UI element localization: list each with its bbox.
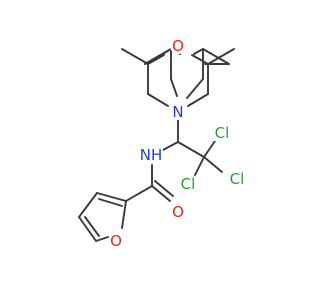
oxygen-atom-morpholine: O xyxy=(170,37,186,55)
atom-label: O xyxy=(172,203,184,221)
bond xyxy=(96,192,127,202)
bond xyxy=(177,141,205,158)
bond xyxy=(98,198,123,207)
bond xyxy=(147,54,165,65)
bond xyxy=(203,156,223,173)
chlorine-atom-1: Cl xyxy=(212,124,232,142)
atom-label: NH xyxy=(140,146,163,164)
bond xyxy=(186,78,204,99)
atom-label: O xyxy=(172,37,184,55)
bond xyxy=(125,185,153,202)
bond xyxy=(95,236,109,242)
atom-label: N xyxy=(172,103,183,121)
bond-layer xyxy=(78,48,235,242)
atom-label: Cl xyxy=(215,124,230,142)
bond xyxy=(121,200,127,229)
bond xyxy=(194,156,205,176)
bond xyxy=(84,216,100,237)
oxygen-atom-furan: O xyxy=(108,232,124,250)
bond xyxy=(207,48,235,65)
chlorine-atom-2: Cl xyxy=(227,170,247,188)
bond xyxy=(144,48,172,65)
bond xyxy=(78,192,98,218)
bond xyxy=(170,78,178,97)
bond xyxy=(187,93,209,107)
bond xyxy=(162,141,179,151)
atom-label: Cl xyxy=(230,170,245,188)
atom-label-layer: O N NH O O Cl Cl Cl xyxy=(108,37,247,250)
nitrogen-atom-morpholine: N xyxy=(170,103,186,121)
bond xyxy=(202,48,230,65)
bond xyxy=(78,216,97,242)
oxygen-atom-carbonyl: O xyxy=(170,203,186,221)
molecule-structure: O N NH O O Cl Cl Cl xyxy=(78,37,247,250)
bond xyxy=(151,185,171,202)
bond xyxy=(154,180,174,197)
bond xyxy=(193,48,204,55)
atom-label: Cl xyxy=(181,175,196,193)
bond xyxy=(191,54,209,65)
bond xyxy=(203,140,216,158)
nitrogen-atom-amide: NH xyxy=(139,146,163,164)
bond xyxy=(147,93,169,107)
bond xyxy=(121,48,149,65)
atom-label: O xyxy=(110,232,122,250)
chlorine-atom-3: Cl xyxy=(178,175,198,193)
